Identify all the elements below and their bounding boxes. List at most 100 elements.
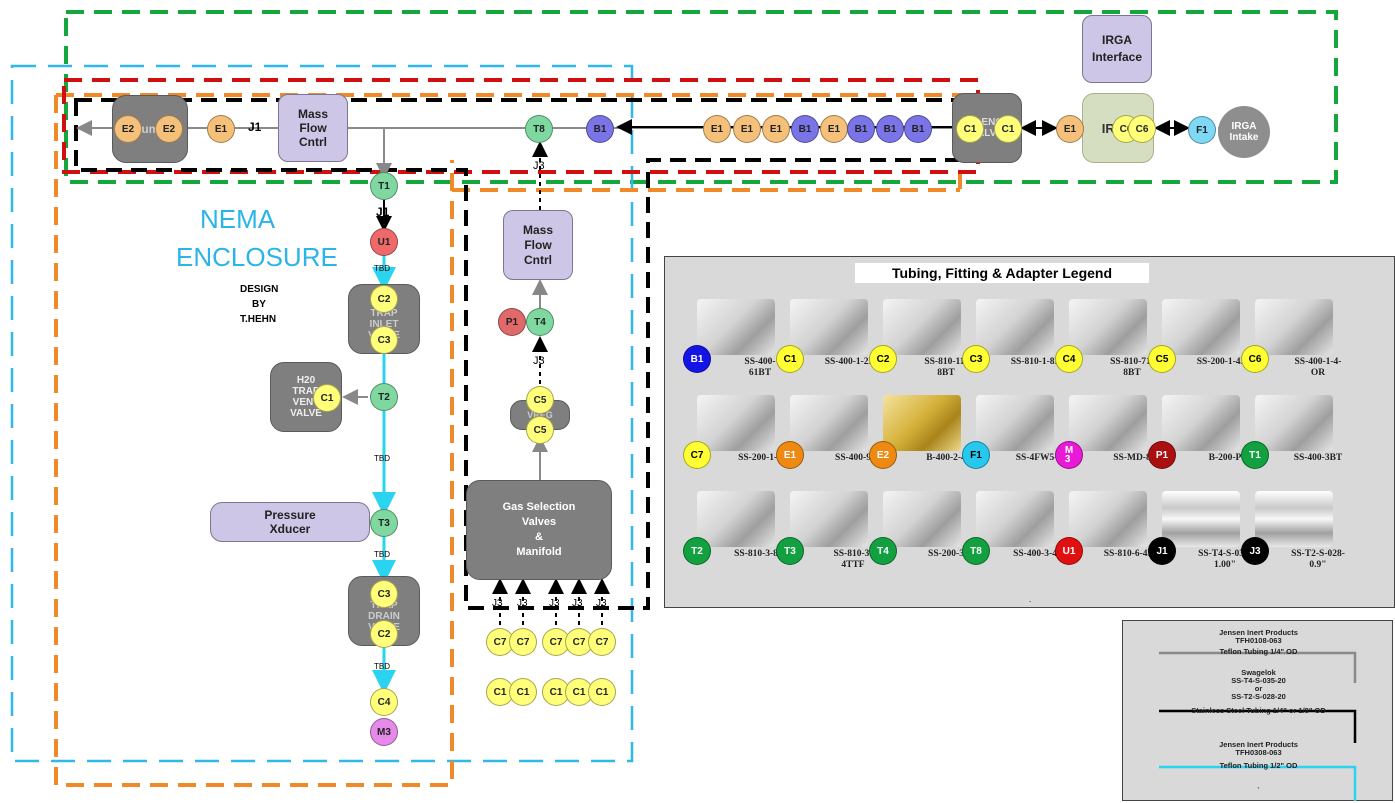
legend-badge-b1: B1 (683, 345, 711, 373)
legend-badge-p1: P1 (1148, 441, 1176, 469)
mass-flow-controller-top: Mass Flow Cntrl (278, 94, 348, 162)
fitting-photo (883, 299, 961, 355)
legend-part-number: SS-400-3BT (1293, 453, 1343, 463)
legend-badge-t3: T3 (776, 537, 804, 565)
top-fitting-e1: E1 (733, 115, 761, 143)
legend-badge-t4: T4 (869, 537, 897, 565)
fitting-photo (883, 491, 961, 547)
legend-part-number: SS-810-3- 4TTF (833, 549, 873, 570)
column-fitting-m3: M3 (370, 718, 398, 746)
top-fitting-e1: E1 (820, 115, 848, 143)
top-fitting-c1: C1 (994, 115, 1022, 143)
manifold-inlet-c7: C7 (588, 628, 616, 656)
legend-badge-u1: U1 (1055, 537, 1083, 565)
top-fitting-c6: C6 (1128, 115, 1156, 143)
tbd-label-3: TBD (374, 550, 390, 559)
tubing-key: Jensen Inert Products TFH0108-063 Teflon… (1122, 620, 1393, 801)
fitting-photo (1069, 491, 1147, 547)
blue-outline (10, 64, 634, 763)
top-fitting-b1: B1 (904, 115, 932, 143)
fitting-photo (790, 299, 868, 355)
irga-interface-box: IRGA Interface (1082, 15, 1152, 83)
legend-badge-t8: T8 (962, 537, 990, 565)
design-line-3: T.HEHN (240, 314, 277, 325)
legend-part-number: SS-200-3 (928, 549, 964, 559)
j3-bottom-1: J3 (492, 598, 503, 609)
legend-part-number: SS-T2-S-028- 0.9" (1291, 549, 1345, 570)
top-fitting-b1: B1 (791, 115, 819, 143)
tubing-key-c2: TFH0308-063 (1235, 748, 1282, 757)
fitting-photo (1069, 299, 1147, 355)
manifold-inlet-c1: C1 (542, 678, 570, 706)
legend-badge-c5: C5 (1148, 345, 1176, 373)
fitting-photo (790, 395, 868, 451)
legend-part-number: SS-T4-S-035- 1.00" (1198, 549, 1252, 570)
legend-badge-t1: T1 (1241, 441, 1269, 469)
tubing-key-lines (1159, 651, 1357, 801)
fitting-photo (697, 395, 775, 451)
column-fitting-u1: U1 (370, 228, 398, 256)
tubing-key-b5: Stainless Steel Tubing 1/4" or 1/8" OD (1191, 706, 1326, 715)
manifold-inlet-c1: C1 (565, 678, 593, 706)
legend-item-t4: T4 SS-200-3 (869, 491, 964, 565)
legend-badge-c7: C7 (683, 441, 711, 469)
top-fitting-f1: F1 (1188, 116, 1216, 144)
top-fitting-e1: E1 (1056, 115, 1084, 143)
fitting-photo (976, 491, 1054, 547)
fitting-photo (1255, 395, 1333, 451)
legend-item-t3: T3 SS-810-3- 4TTF (776, 491, 873, 570)
manifold-inlet-c7: C7 (509, 628, 537, 656)
fitting-photo (1069, 395, 1147, 451)
tubing-key-b2: SS-T4-S-035-20 (1231, 676, 1286, 685)
tbd-label-1: TBD (374, 264, 390, 273)
fitting-photo (1162, 395, 1240, 451)
j3-bottom-2: J3 (517, 598, 528, 609)
legend-badge-c1: C1 (776, 345, 804, 373)
j1-label-top: J1 (248, 120, 262, 134)
tubing-key-c1: Jensen Inert Products (1219, 740, 1298, 749)
legend-part-number: SS-400-1-4- OR (1294, 357, 1342, 378)
legend-part-number: SS-810-71- 8BT (1110, 357, 1154, 378)
legend-part-number: SS-810-6-4BT (1103, 549, 1161, 559)
mid-fitting-c5: C5 (526, 386, 554, 414)
fitting-photo (697, 299, 775, 355)
fitting-photo (883, 395, 961, 451)
top-fitting-b1: B1 (847, 115, 875, 143)
mass-flow-controller-mid: Mass Flow Cntrl (503, 210, 573, 280)
legend-badge-e1: E1 (776, 441, 804, 469)
top-fitting-e2: E2 (155, 115, 183, 143)
top-fitting-t8: T8 (525, 115, 553, 143)
tubing-key-footnote: ` (1257, 786, 1260, 795)
tubing-key-a2: TFH0108-063 (1235, 636, 1282, 645)
top-fitting-c1: C1 (956, 115, 984, 143)
top-fitting-e1: E1 (207, 115, 235, 143)
legend-badge-c3: C3 (962, 345, 990, 373)
legend-part-number: SS-200-1-4BT (1196, 357, 1254, 367)
top-fitting-e1: E1 (762, 115, 790, 143)
legend-part-number: SS-200-1-2 (738, 453, 782, 463)
mid-fitting-t4: T4 (526, 308, 554, 336)
column-fitting-c2: C2 (370, 620, 398, 648)
top-fitting-e2: E2 (114, 115, 142, 143)
fitting-photo (976, 395, 1054, 451)
nema-title-2: ENCLOSURE (176, 242, 338, 272)
legend-item-c7: C7 SS-200-1-2 (683, 395, 782, 469)
legend-badge-j1: J1 (1148, 537, 1176, 565)
legend-item-j1: J1 SS-T4-S-035- 1.00" (1148, 491, 1252, 570)
legend-part-number: SS-4FW5-2 (1015, 453, 1063, 463)
column-fitting-c1: C1 (313, 384, 341, 412)
legend-part-number: SS-400- 61BT (744, 357, 776, 378)
column-fitting-t2: T2 (370, 383, 398, 411)
irga-intake: IRGA Intake (1218, 106, 1270, 158)
j1-label-mid: J1 (376, 205, 390, 219)
